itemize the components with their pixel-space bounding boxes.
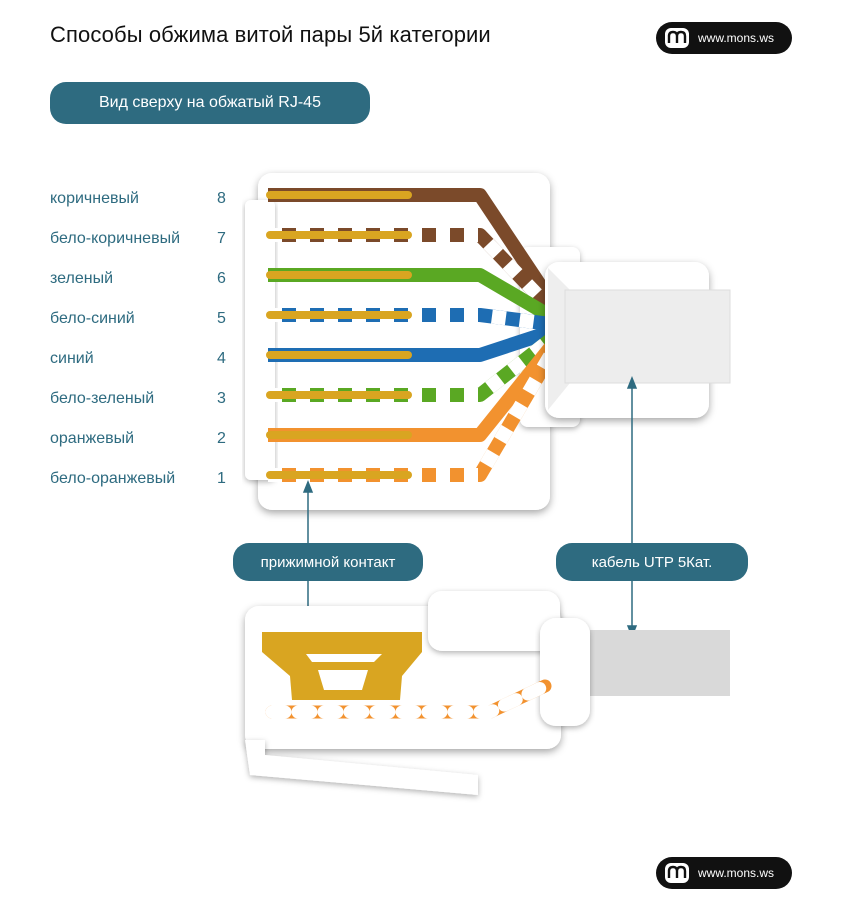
mons-logo-icon (665, 863, 689, 883)
wire-row: бело-зеленый 3 (50, 390, 240, 412)
pin-contact (266, 351, 412, 359)
wire-row: бело-коричневый 7 (50, 230, 240, 252)
watermark-text: www.mons.ws (698, 866, 775, 880)
pin-contact (266, 431, 412, 439)
pin-number: 4 (217, 350, 226, 367)
pin-number: 5 (217, 310, 226, 327)
wire-row: бело-синий 5 (50, 310, 240, 332)
side-wire-conductor (265, 679, 552, 719)
pin-number: 8 (217, 190, 226, 207)
watermark-badge-bottom: www.mons.ws (656, 857, 792, 889)
wire-row: коричневый 8 (50, 190, 240, 212)
pin-number: 3 (217, 390, 226, 407)
wire-row: оранжевый 2 (50, 430, 240, 452)
pin-number: 6 (217, 270, 226, 287)
pin-number: 7 (217, 230, 226, 247)
pin-contact (266, 391, 412, 399)
pin-contact (266, 271, 412, 279)
watermark-text: www.mons.ws (698, 31, 775, 45)
wire-label: бело-коричневый (50, 230, 181, 247)
crimp-contact (262, 632, 422, 700)
wire-stripe (268, 308, 551, 331)
connector-side-view (245, 591, 730, 795)
watermark-badge: www.mons.ws (656, 22, 792, 54)
wire-row: бело-оранжевый 1 (50, 470, 240, 492)
wire-label: коричневый (50, 190, 139, 207)
wire-label: бело-синий (50, 310, 135, 327)
pin-contact (266, 471, 412, 479)
page-title: Способы обжима витой пары 5й категории (50, 22, 491, 47)
mons-logo-icon (665, 28, 689, 48)
contact-callout: прижимной контакт (233, 543, 423, 581)
cable-callout: кабель UTP 5Кат. (556, 543, 748, 581)
pin-contact (266, 191, 412, 199)
connector-top-view (245, 173, 731, 510)
wire-row: синий 4 (50, 350, 240, 372)
pin-contact (266, 231, 412, 239)
wire-label: бело-зеленый (50, 390, 155, 407)
wire-label: бело-оранжевый (50, 470, 176, 487)
wire-label: зеленый (50, 270, 114, 287)
pin-number: 1 (217, 470, 226, 487)
pin-contact (266, 311, 412, 319)
pin-number: 2 (217, 430, 226, 447)
header-pill: Вид сверху на обжатый RJ-45 (50, 82, 370, 124)
wire-row: зеленый 6 (50, 270, 240, 292)
wire-label: оранжевый (50, 430, 135, 447)
wire-label: синий (50, 350, 94, 367)
